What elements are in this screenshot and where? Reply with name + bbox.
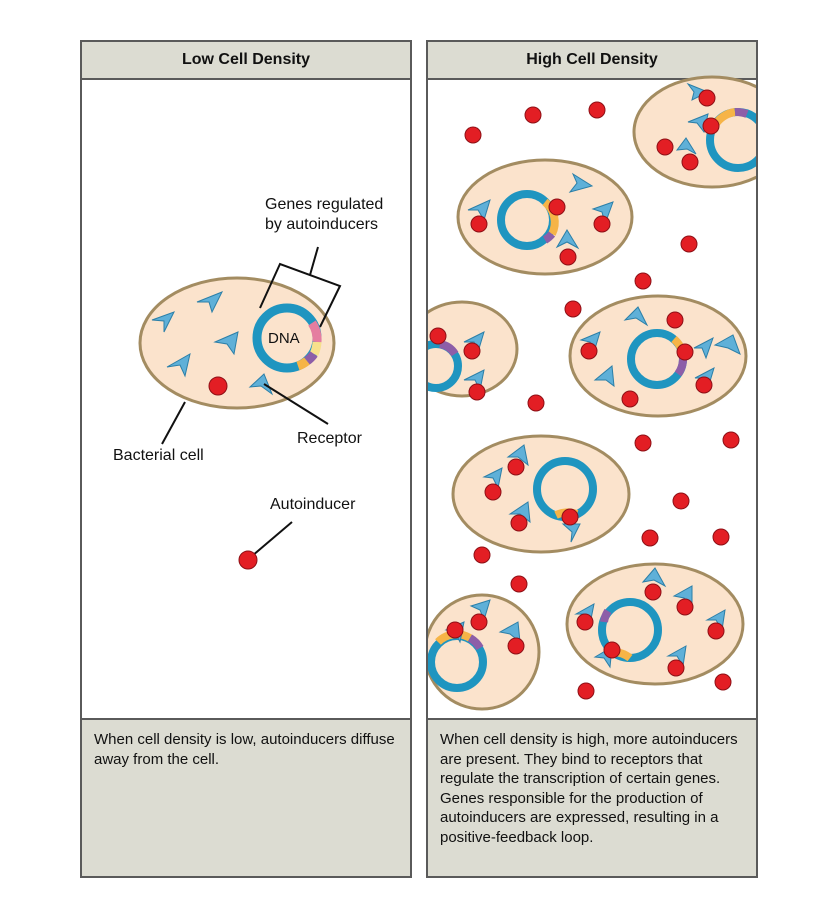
high-density-caption: When cell density is high, more autoindu… — [428, 718, 756, 876]
bacterial-cell — [138, 276, 336, 410]
genes-label-line1: Genes regulated — [265, 196, 383, 213]
free-autoinducer — [238, 550, 258, 570]
high-density-title: High Cell Density — [428, 42, 756, 80]
genes-label-line2: by autoinducers — [265, 216, 378, 233]
bacterial-cell-label: Bacterial cell — [113, 447, 204, 464]
receptor-group — [151, 291, 274, 396]
low-density-panel: Low Cell Density DNA — [80, 40, 412, 878]
receptor — [213, 331, 239, 356]
cell-5 — [451, 434, 631, 554]
high-density-scene — [428, 75, 756, 711]
autoinducer-label: Autoinducer — [270, 496, 356, 513]
cell-4 — [568, 294, 748, 418]
cell-1 — [456, 158, 634, 276]
autoinducer-dot — [208, 376, 228, 396]
low-density-title: Low Cell Density — [82, 42, 410, 80]
cell-2 — [632, 75, 756, 189]
dna-label: DNA — [268, 330, 300, 347]
autoinducer-group — [429, 89, 740, 700]
low-density-scene: DNA Genes regulated by autoinducers — [113, 196, 383, 570]
receptor — [166, 353, 191, 378]
high-density-panel: High Cell Density — [426, 40, 758, 878]
receptor — [248, 373, 274, 396]
receptor — [196, 291, 224, 314]
receptor-label: Receptor — [297, 430, 363, 447]
label-pointers — [161, 383, 329, 557]
genes-bracket — [259, 246, 342, 328]
dna-plasmid — [252, 303, 322, 373]
low-density-caption: When cell density is low, autoinducers d… — [82, 718, 410, 876]
receptor — [151, 311, 176, 333]
